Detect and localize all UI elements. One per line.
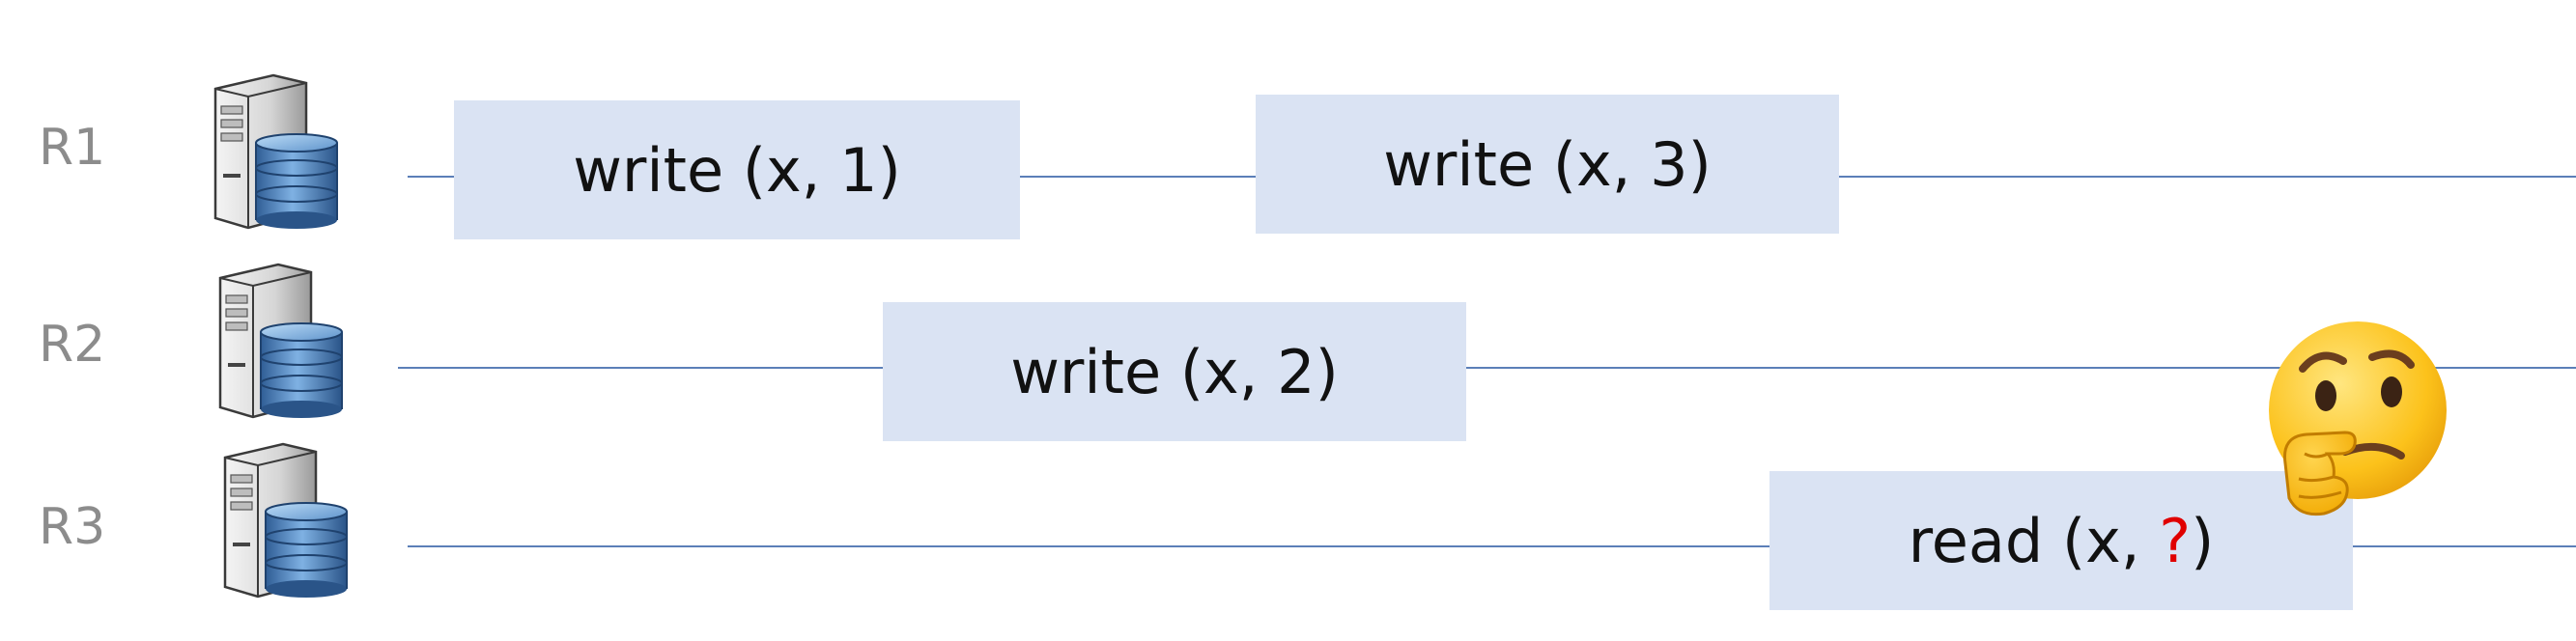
operation-verb: write: [573, 134, 724, 206]
thinking-face-icon: [2256, 319, 2449, 521]
operation-verb: write: [1010, 336, 1162, 407]
operation-args-suffix: ): [2191, 505, 2215, 576]
operation-box-r3-read: read (x, ?): [1769, 471, 2353, 610]
server-database-icon: [203, 257, 348, 421]
operation-args: (x, 2): [1179, 336, 1339, 407]
operation-args: (x, 3): [1552, 128, 1712, 200]
timeline-r3: [408, 545, 2576, 547]
server-database-icon: [198, 68, 343, 232]
operation-verb: read: [1908, 505, 2044, 576]
operation-verb: write: [1383, 128, 1535, 200]
replica-label-r1: R1: [39, 119, 106, 177]
timeline-r2: [398, 367, 2576, 369]
operation-box-r2-write-2: write (x, 2): [883, 302, 1466, 441]
operation-box-r1-write-1: write (x, 1): [454, 100, 1020, 239]
operation-args-prefix: (x,: [2061, 505, 2160, 576]
operation-args: (x, 1): [742, 134, 901, 206]
operation-box-r1-write-3: write (x, 3): [1256, 95, 1839, 234]
replica-label-r2: R2: [39, 316, 106, 374]
server-database-icon: [208, 436, 353, 600]
unknown-value-mark: ?: [2159, 505, 2192, 576]
replica-label-r3: R3: [39, 498, 106, 556]
